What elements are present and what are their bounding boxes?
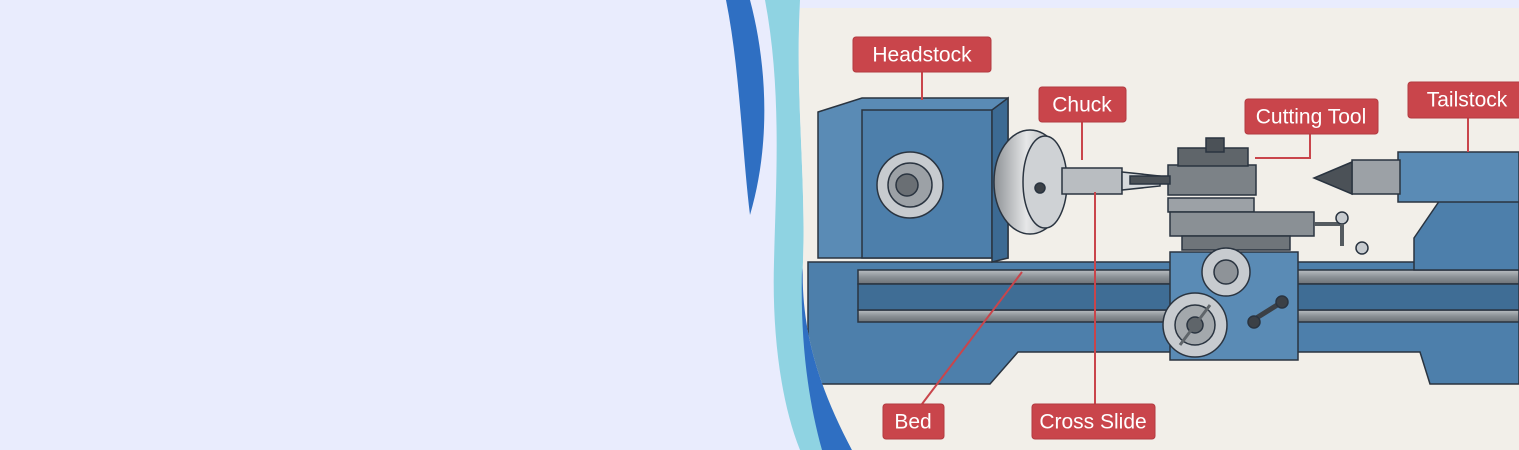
tailstock-body [1413,199,1519,271]
leader-lines [921,72,1469,405]
svg-text:Cross Slide: Cross Slide [1039,411,1146,434]
label-chuck: Chuck [1038,86,1127,123]
decorative-wave [726,0,852,450]
svg-text:Cutting Tool: Cutting Tool [1256,106,1367,129]
svg-text:Headstock: Headstock [872,44,972,67]
tool-post [1167,164,1257,196]
label-cross-slide: Cross Slide [1031,403,1156,440]
cutting-tool-bit [1129,175,1171,185]
compound-rest [1169,211,1315,237]
label-headstock: Headstock [852,36,992,73]
label-bed: Bed [882,403,945,440]
label-tailstock: Tailstock [1407,81,1519,119]
label-cutting-tool: Cutting Tool [1244,98,1379,135]
svg-text:Chuck: Chuck [1052,94,1112,117]
workpiece [1061,167,1123,195]
lathe-illustration [807,96,1519,385]
tailstock-quill [1351,159,1401,195]
svg-text:Bed: Bed [894,411,931,434]
svg-text:Tailstock: Tailstock [1427,89,1508,112]
